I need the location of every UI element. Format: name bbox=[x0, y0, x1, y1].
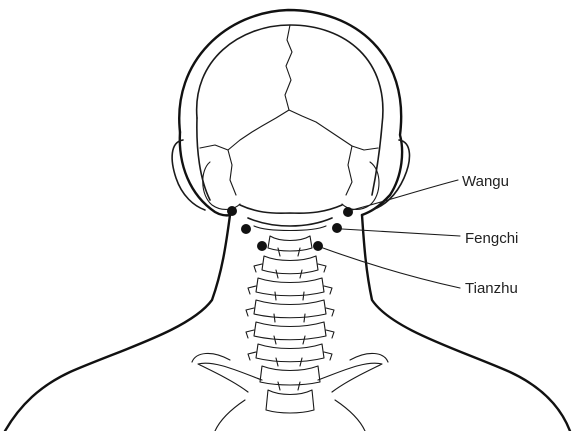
tianzhu-leader-line bbox=[323, 248, 460, 288]
skull-base bbox=[240, 205, 342, 213]
fengchi-label: Fengchi bbox=[465, 230, 518, 247]
atlas bbox=[248, 218, 332, 226]
sagittal-suture bbox=[285, 25, 292, 110]
wangu-point-left bbox=[227, 206, 237, 216]
cervical-spine bbox=[246, 236, 334, 413]
tianzhu-point-left bbox=[257, 241, 267, 251]
lambdoid-suture bbox=[200, 110, 378, 150]
wangu-point-right bbox=[343, 207, 353, 217]
left-mastoid bbox=[203, 162, 240, 209]
head-outline bbox=[179, 10, 402, 215]
tianzhu-point-right bbox=[313, 241, 323, 251]
left-clavicle bbox=[192, 353, 262, 392]
head-outline-left-lower bbox=[180, 132, 230, 215]
fengchi-leader-line bbox=[342, 229, 460, 236]
fengchi-point-right bbox=[332, 223, 342, 233]
scapula-hints bbox=[215, 400, 365, 431]
occipital-plate bbox=[228, 146, 352, 195]
fengchi-point-left bbox=[241, 224, 251, 234]
neck-left bbox=[5, 215, 230, 431]
wangu-label: Wangu bbox=[462, 173, 509, 190]
right-clavicle bbox=[318, 353, 388, 392]
tianzhu-label: Tianzhu bbox=[465, 280, 518, 297]
neck-right bbox=[362, 215, 570, 431]
wangu-leader-line bbox=[352, 180, 458, 210]
